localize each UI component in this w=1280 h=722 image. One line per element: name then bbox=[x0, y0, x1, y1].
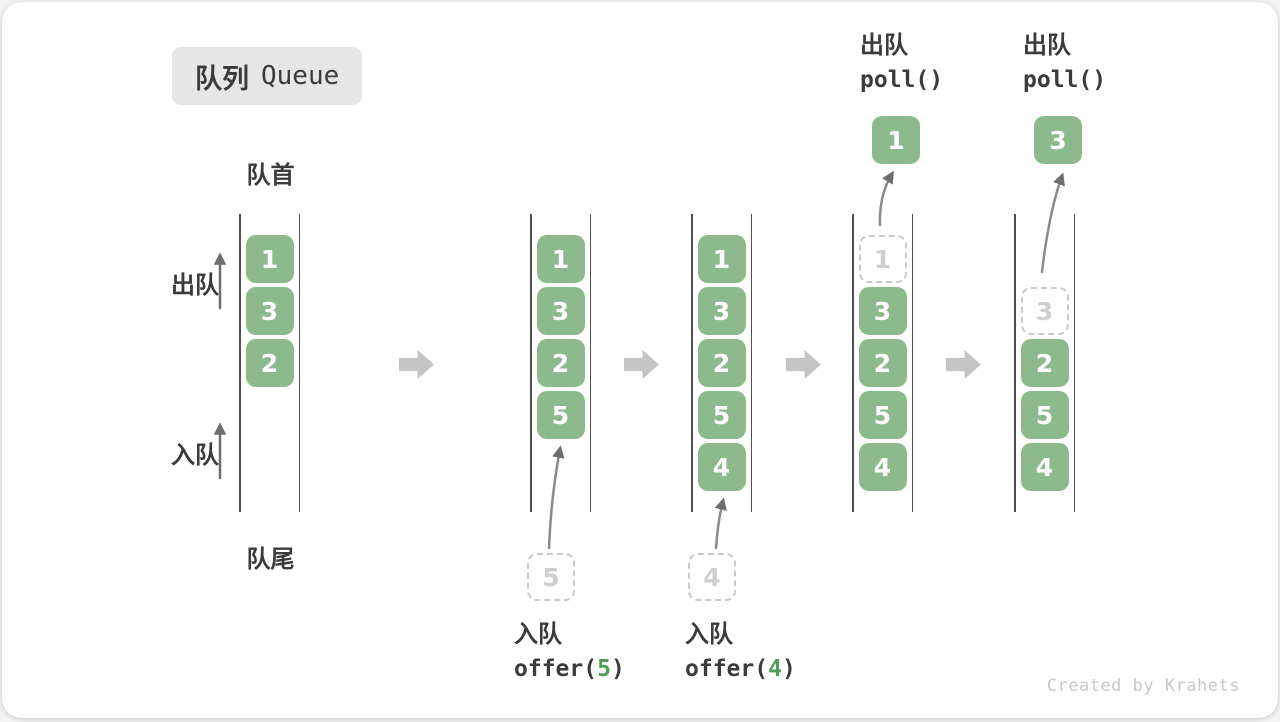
queue-cell: 2 bbox=[536, 339, 585, 387]
enqueue-op-offer-5: 入队 offer(5) bbox=[514, 617, 625, 687]
queue-cell: 2 bbox=[858, 339, 907, 387]
code-text: offer( bbox=[685, 656, 769, 682]
dequeue-op-zh: 出队 bbox=[860, 32, 908, 59]
title-badge: 队列 Queue bbox=[172, 47, 363, 105]
queue-rail-icon bbox=[1014, 214, 1016, 512]
queue-cell: 1 bbox=[697, 235, 746, 283]
right-arrow-icon bbox=[946, 349, 981, 380]
enqueue-op-zh: 入队 bbox=[514, 621, 562, 648]
queue-cell-removed: 1 bbox=[858, 235, 907, 283]
queue-rail-icon bbox=[750, 214, 752, 512]
queue-rail-icon bbox=[589, 214, 591, 512]
dequeue-op-code: poll() bbox=[1023, 67, 1107, 93]
queue-rail-icon bbox=[852, 214, 854, 512]
queue-rail-icon bbox=[530, 214, 532, 512]
queue-rear-label: 队尾 bbox=[246, 546, 295, 573]
queue-rail-icon bbox=[1073, 214, 1075, 512]
queue-cell: 2 bbox=[245, 339, 294, 387]
enqueue-op-code: offer(5) bbox=[514, 652, 625, 687]
queue-cell: 4 bbox=[858, 443, 907, 491]
enqueue-op-offer-4: 入队 offer(4) bbox=[685, 617, 796, 687]
queue-rail-icon bbox=[239, 214, 241, 512]
queue-cell: 4 bbox=[1020, 443, 1069, 491]
dequeued-cell: 1 bbox=[872, 116, 920, 164]
pending-cell: 4 bbox=[688, 553, 736, 601]
right-arrow-icon bbox=[624, 349, 659, 380]
code-text: offer( bbox=[514, 656, 598, 682]
enqueue-label: 入队 bbox=[171, 442, 219, 469]
code-arg: 5 bbox=[597, 656, 611, 682]
queue-cell: 3 bbox=[245, 287, 294, 335]
queue-cell-removed: 3 bbox=[1020, 287, 1069, 335]
title-zh: 队列 bbox=[195, 63, 249, 94]
code-text: ) bbox=[610, 656, 625, 682]
queue-cell: 5 bbox=[1020, 391, 1069, 439]
enqueue-op-code: offer(4) bbox=[685, 652, 796, 687]
queue-rail-icon bbox=[911, 214, 913, 512]
queue-rail-icon bbox=[298, 214, 300, 512]
queue-cell: 2 bbox=[1020, 339, 1069, 387]
right-arrow-icon bbox=[399, 349, 434, 380]
queue-rail-icon bbox=[691, 214, 693, 512]
queue-cell: 1 bbox=[245, 235, 294, 283]
title-en: Queue bbox=[261, 61, 340, 91]
watermark: Created by Krahets bbox=[1046, 676, 1240, 696]
queue-front-label: 队首 bbox=[246, 162, 295, 189]
enqueue-op-zh: 入队 bbox=[685, 621, 733, 648]
dequeue-op-zh: 出队 bbox=[1023, 32, 1071, 59]
dequeued-cell: 3 bbox=[1034, 116, 1082, 164]
dequeue-op-poll-3: 出队 poll() bbox=[1023, 28, 1106, 98]
queue-cell: 1 bbox=[536, 235, 585, 283]
queue-cell: 5 bbox=[536, 391, 585, 439]
code-arg: 4 bbox=[768, 656, 782, 682]
code-text: ) bbox=[781, 656, 796, 682]
dequeue-op-poll-1: 出队 poll() bbox=[860, 28, 943, 98]
pending-cell: 5 bbox=[527, 553, 575, 601]
queue-cell: 4 bbox=[697, 443, 746, 491]
queue-cell: 3 bbox=[858, 287, 907, 335]
queue-cell: 5 bbox=[697, 391, 746, 439]
dequeue-op-code: poll() bbox=[860, 67, 944, 93]
queue-cell: 2 bbox=[697, 339, 746, 387]
queue-cell: 5 bbox=[858, 391, 907, 439]
queue-cell: 3 bbox=[536, 287, 585, 335]
right-arrow-icon bbox=[786, 349, 821, 380]
dequeue-label: 出队 bbox=[171, 272, 219, 299]
queue-cell: 3 bbox=[697, 287, 746, 335]
